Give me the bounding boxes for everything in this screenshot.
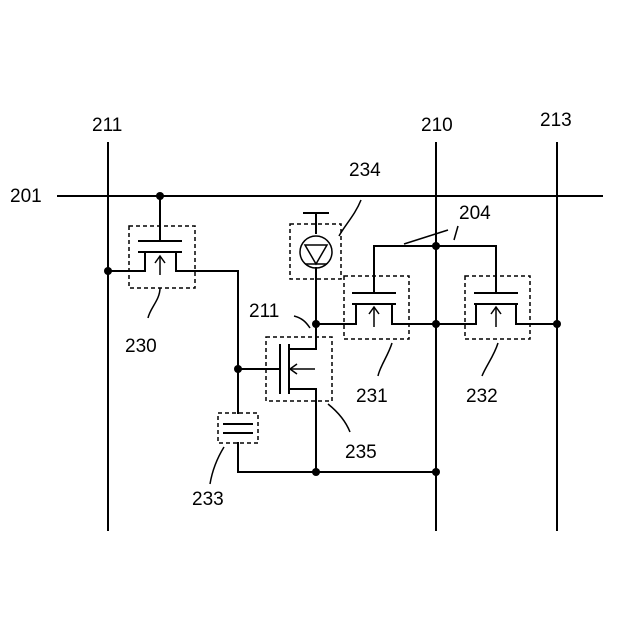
label-235: 235	[345, 442, 377, 463]
leader-204-right	[454, 226, 458, 240]
label-231: 231	[356, 386, 388, 407]
transistor-231-box	[344, 276, 409, 339]
leader-231	[378, 343, 392, 376]
junction-dot	[104, 267, 112, 275]
junction-dot	[432, 468, 440, 476]
label-233: 233	[192, 489, 224, 510]
label-213: 213	[540, 110, 572, 131]
leader-235	[328, 404, 350, 432]
transistor-235	[266, 324, 332, 472]
junction-dot	[432, 242, 440, 250]
transistor-231	[344, 246, 476, 339]
label-232: 232	[466, 386, 498, 407]
leader-211	[294, 316, 310, 328]
junction-dot	[553, 320, 561, 328]
junction-dot	[234, 365, 242, 373]
junction-dot	[156, 192, 164, 200]
label-211-node: 211	[249, 301, 279, 322]
transistor-230	[108, 196, 238, 288]
leader-204-left	[404, 230, 448, 244]
leader-233	[210, 447, 224, 484]
transistor-230-box	[129, 226, 195, 288]
label-230: 230	[125, 336, 157, 357]
label-211-top: 211	[92, 115, 122, 136]
junction-dot	[312, 468, 320, 476]
emitter-234	[290, 213, 341, 324]
junction-dot	[312, 320, 320, 328]
leader-230	[148, 288, 160, 318]
transistor-232	[465, 246, 557, 339]
leader-232	[482, 343, 498, 376]
label-204: 204	[459, 203, 491, 224]
label-201: 201	[10, 186, 42, 207]
capacitor-233	[218, 413, 258, 472]
transistor-232-box	[465, 276, 530, 339]
label-234: 234	[349, 160, 381, 181]
leader-234	[339, 200, 361, 236]
label-210: 210	[421, 115, 453, 136]
capacitor-233-box	[218, 413, 258, 443]
junction-dot	[432, 320, 440, 328]
